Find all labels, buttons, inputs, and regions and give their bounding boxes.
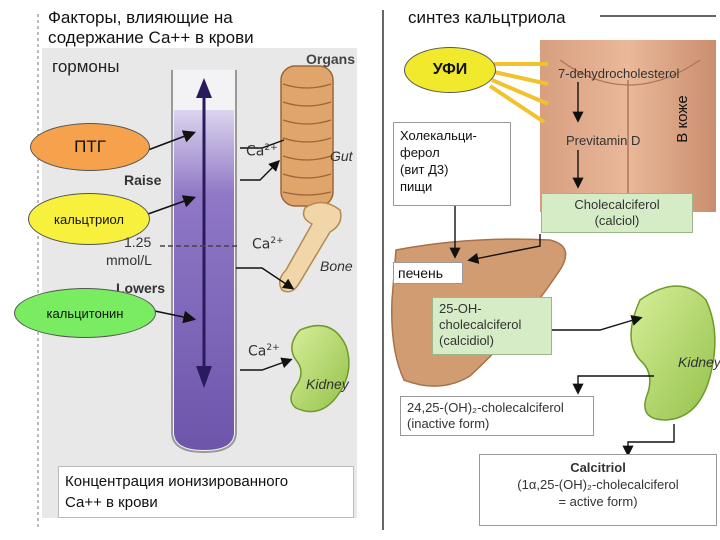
concentration-line1: Концентрация ионизированного [65,473,289,490]
cholecalciferol-box: Cholecalciferol (calciol) [541,193,693,233]
cholecalciferol-box-line2: (calciol) [594,213,640,228]
calcitriol-line2: = active form) [558,494,638,509]
left-title-line2: содержание Са++ в крови [48,28,254,47]
in-skin-label: В коже [674,95,691,143]
level-value: 1.25 [124,234,152,250]
uv-rays [488,62,549,124]
calcidiol-line2: cholecalciferol [439,317,522,332]
right-title: синтез кальцтриола [408,8,566,27]
gut-illustration [280,65,334,207]
kidney-right-illustration [630,285,716,421]
cholecalciferol-note: Холекальци- ферол (вит Д3) пищи [393,122,511,206]
tube-arrow-up [196,78,212,98]
concentration-line2: Са++ в крови [65,494,158,511]
inactive-form-box: 24,25-(OH)₂-cholecalciferol (inactive fo… [400,396,594,436]
raise-label: Raise [124,172,162,188]
calcitriol-oval: кальцтриол [28,193,150,245]
liver-label: печень [393,262,463,284]
calcidiol-line1: 25-OH- [439,301,482,316]
note-line3: (вит Д3) [400,162,449,177]
calcitriol-box: Calcitriol (1α,25-(OH)₂-cholecalciferol … [479,454,717,526]
level-unit: mmol/L [106,252,152,268]
tube-arrow-down [196,366,212,388]
ca-bone-label: Ca2+ [252,236,284,253]
left-title: Факторы, влияющие на содержание Са++ в к… [48,8,348,48]
kidney-left-label: Kidney [306,376,349,392]
ca-kidney-label: Ca2+ [248,343,280,360]
lowers-label: Lowers [116,280,166,296]
calcidiol-line3: (calcidiol) [439,333,494,348]
concentration-box: Концентрация ионизированного Са++ в кров… [58,466,354,518]
left-title-line1: Факторы, влияющие на [48,8,233,27]
inactive-line2: (inactive form) [407,416,490,431]
dehydro-label: 7-dehydrocholesterol [558,66,680,81]
bone-illustration [279,201,342,293]
note-line2: ферол [400,145,440,160]
calcidiol-box: 25-OH- cholecalciferol (calcidiol) [432,297,552,355]
hormones-label: гормоны [52,57,120,76]
gut-label: Gut [330,148,353,164]
calcitriol-line1: (1α,25-(OH)₂-cholecalciferol [517,477,679,492]
skin-illustration [540,40,716,212]
calcitriol-title: Calcitriol [570,460,626,475]
ca-gut-label: Ca2+ [246,143,278,160]
previtamin-label: Previtamin D [566,133,641,148]
note-line4: пищи [400,179,433,194]
ufi-oval: УФИ [404,47,496,93]
organs-label: Organs [306,51,356,67]
note-line1: Холекальци- [400,128,477,143]
kidney-left-illustration [290,324,350,413]
cholecalciferol-box-line1: Cholecalciferol [574,197,660,212]
kidney-right-label: Kidney [678,354,720,370]
calcitonin-oval: кальцитонин [14,288,156,338]
bone-label: Bone [320,258,353,274]
ptg-oval: ПТГ [30,123,150,171]
inactive-line1: 24,25-(OH)₂-cholecalciferol [407,400,564,415]
